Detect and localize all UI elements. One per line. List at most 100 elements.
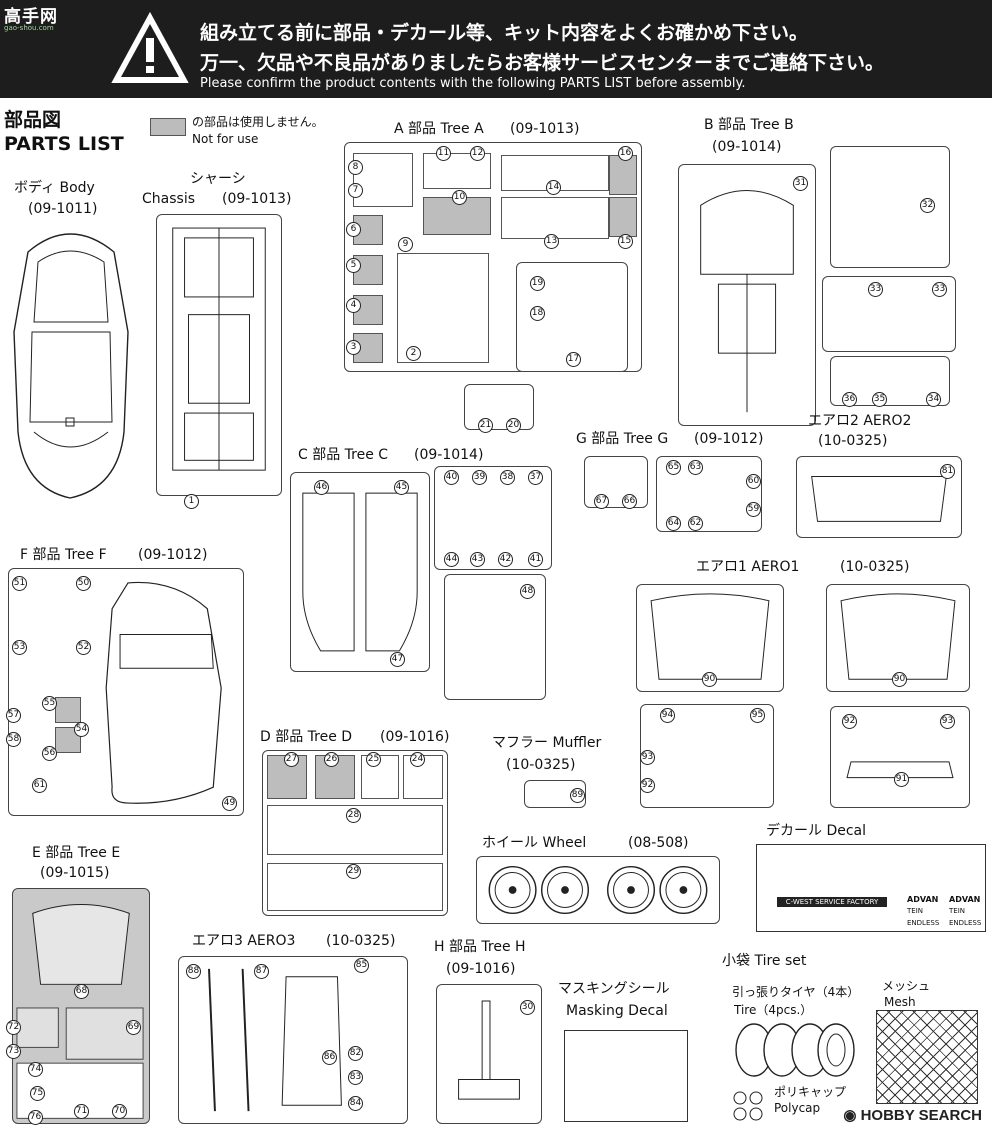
warning-icon [111, 11, 189, 83]
part-number-badge: 59 [746, 502, 761, 517]
aero2-code: (10-0325) [818, 433, 888, 449]
aero3-code: (10-0325) [326, 933, 396, 949]
legend-en: Not for use [192, 132, 259, 146]
part-number-badge: 1 [184, 494, 199, 509]
part-number-badge: 82 [348, 1046, 363, 1061]
part-number-badge: 62 [688, 516, 703, 531]
polycap-jp: ポリキャップ [774, 1085, 847, 1099]
part-number-badge: 52 [76, 640, 91, 655]
part-number-badge: 2 [406, 346, 421, 361]
tree-d-code: (09-1016) [380, 729, 450, 745]
masking-label-jp: マスキングシール [558, 981, 670, 997]
part-number-badge: 8 [348, 160, 363, 175]
tree-g-label: G 部品 Tree G [576, 431, 669, 447]
chassis-code: (09-1013) [222, 191, 292, 207]
part-number-badge: 87 [254, 964, 269, 979]
part-number-badge: 83 [348, 1070, 363, 1085]
part-number-badge: 75 [30, 1086, 45, 1101]
tree-a-cap-frame [464, 384, 534, 430]
part-number-badge: 45 [394, 480, 409, 495]
part-number-badge: 61 [32, 778, 47, 793]
tire-drawing [735, 1023, 855, 1077]
body-shell-drawing [13, 233, 129, 499]
part-number-badge: 89 [570, 788, 585, 803]
part-number-badge: 31 [793, 176, 808, 191]
part-number-badge: 43 [470, 552, 485, 567]
part-number-badge: 70 [112, 1104, 127, 1119]
tree-d-label: D 部品 Tree D [260, 729, 353, 745]
part-number-badge: 91 [894, 772, 909, 787]
part-number-badge: 88 [186, 964, 201, 979]
part-number-badge: 26 [324, 752, 339, 767]
part-number-badge: 72 [6, 1020, 21, 1035]
part-number-badge: 94 [660, 708, 675, 723]
part-number-badge: 14 [546, 180, 561, 195]
tree-b-label: B 部品 Tree B [704, 117, 794, 133]
part-number-badge: 90 [702, 672, 717, 687]
masking-label-en: Masking Decal [566, 1003, 668, 1019]
parts-list-title-jp: 部品図 [4, 109, 62, 131]
part-number-badge: 68 [74, 984, 89, 999]
mesh-jp: メッシュ [882, 979, 931, 993]
part-number-badge: 42 [498, 552, 513, 567]
part-number-badge: 16 [618, 146, 633, 161]
part-number-badge: 90 [892, 672, 907, 687]
aero1-code: (10-0325) [840, 559, 910, 575]
part-number-badge: 65 [666, 460, 681, 475]
part-number-badge: 50 [76, 576, 91, 591]
part-number-badge: 53 [12, 640, 27, 655]
wheel-label: ホイール Wheel [482, 835, 587, 851]
part-number-badge: 18 [530, 306, 545, 321]
part-number-badge: 5 [346, 258, 361, 273]
body-label: ボディ Body [14, 180, 95, 196]
wheel-frame [476, 856, 720, 924]
part-number-badge: 81 [940, 464, 955, 479]
aero1-hood2-frame [826, 584, 970, 692]
part-number-badge: 66 [622, 494, 637, 509]
tree-c-code: (09-1014) [414, 447, 484, 463]
aero1-hood-frame [636, 584, 784, 692]
part-number-badge: 93 [940, 714, 955, 729]
body-code: (09-1011) [28, 201, 98, 217]
parts-list-title-en: PARTS LIST [4, 133, 124, 155]
part-number-badge: 32 [920, 198, 935, 213]
part-number-badge: 41 [528, 552, 543, 567]
chassis-label-jp: シャーシ [190, 171, 246, 187]
part-number-badge: 11 [436, 146, 451, 161]
part-number-badge: 21 [478, 418, 493, 433]
part-number-badge: 84 [348, 1096, 363, 1111]
part-number-badge: 49 [222, 796, 237, 811]
part-number-badge: 6 [346, 222, 361, 237]
part-number-badge: 55 [42, 696, 57, 711]
part-number-badge: 37 [528, 470, 543, 485]
part-number-badge: 40 [444, 470, 459, 485]
muffler-label: マフラー Muffler [492, 735, 602, 751]
tree-h-label: H 部品 Tree H [434, 939, 526, 955]
part-number-badge: 15 [618, 234, 633, 249]
part-number-badge: 71 [74, 1104, 89, 1119]
aero2-frame [796, 456, 962, 538]
tree-c-doors-frame [290, 472, 430, 672]
part-number-badge: 92 [640, 778, 655, 793]
tree-c-label: C 部品 Tree C [298, 447, 389, 463]
part-number-badge: 67 [594, 494, 609, 509]
part-number-badge: 63 [688, 460, 703, 475]
part-number-badge: 48 [520, 584, 535, 599]
muffler-code: (10-0325) [506, 757, 576, 773]
part-number-badge: 46 [314, 480, 329, 495]
part-number-badge: 12 [470, 146, 485, 161]
part-number-badge: 73 [6, 1044, 21, 1059]
part-number-badge: 86 [322, 1050, 337, 1065]
tree-b-interior-frame [678, 164, 816, 426]
part-number-badge: 36 [842, 392, 857, 407]
part-number-badge: 13 [544, 234, 559, 249]
tree-b-code: (09-1014) [712, 139, 782, 155]
part-number-badge: 34 [926, 392, 941, 407]
part-number-badge: 47 [390, 652, 405, 667]
polycap-en: Polycap [774, 1101, 821, 1115]
aero1-label: エアロ1 AERO1 [696, 559, 800, 575]
part-number-badge: 24 [410, 752, 425, 767]
part-number-badge: 60 [746, 474, 761, 489]
